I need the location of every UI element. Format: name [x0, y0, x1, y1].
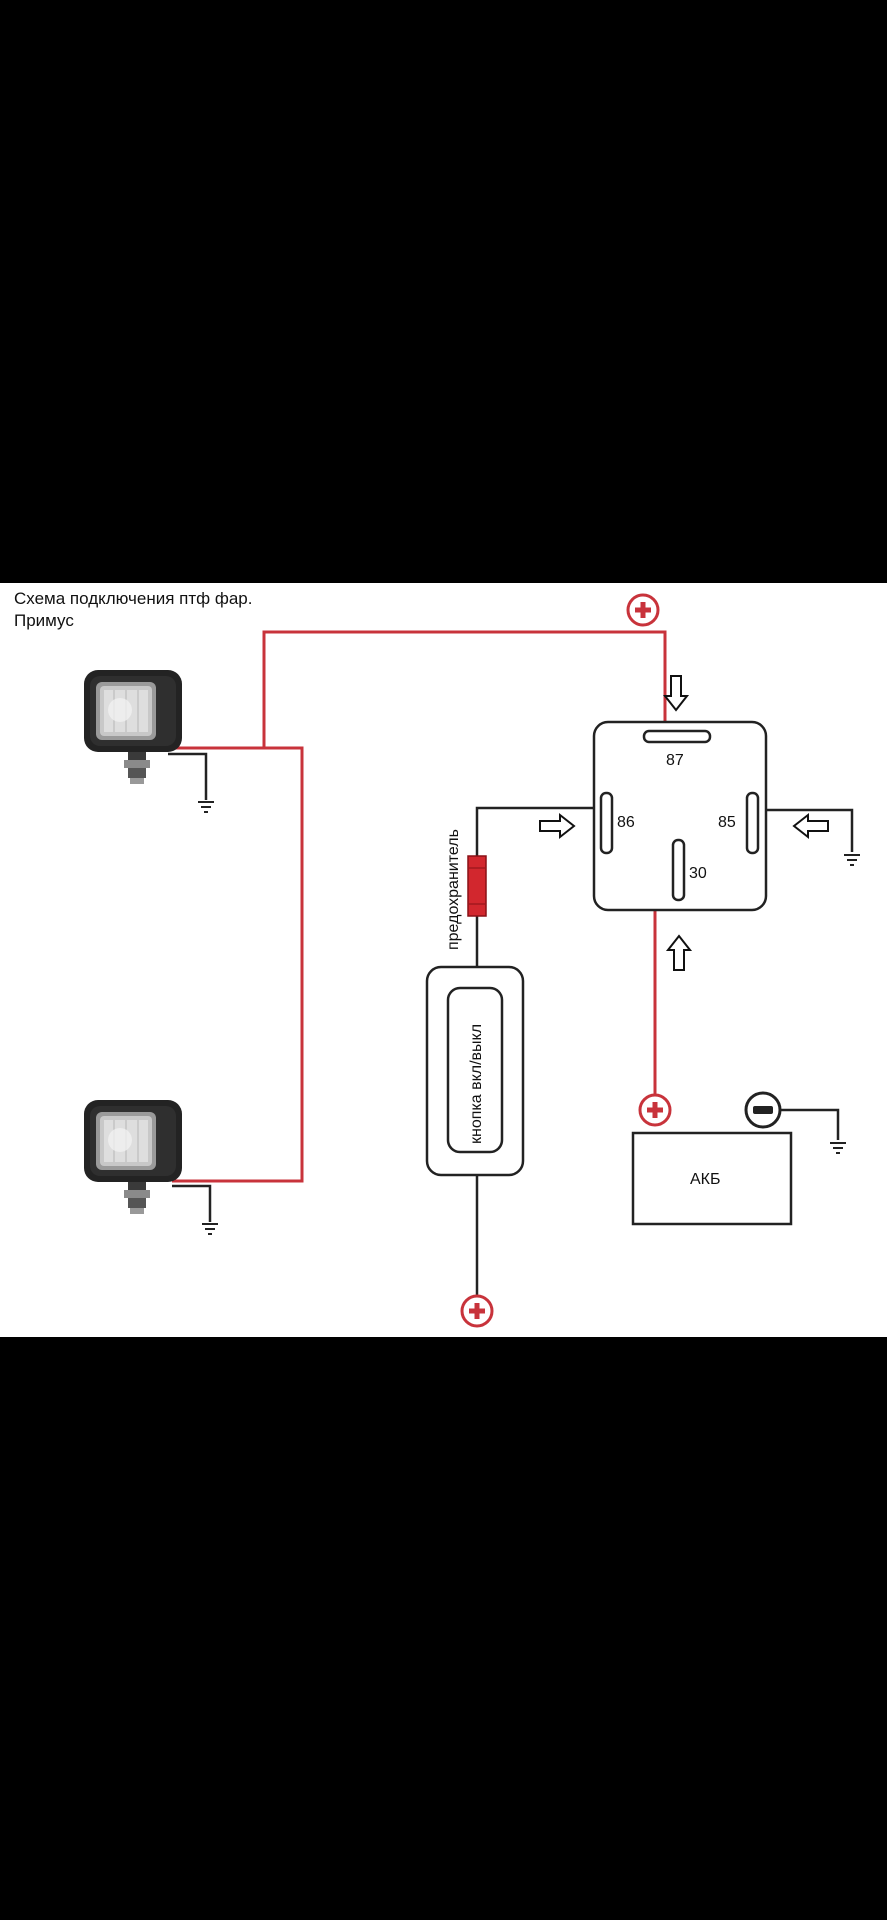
- fuse-label: предохранитель: [445, 829, 462, 950]
- relay-contact-87: [642, 729, 712, 744]
- relay-pin-87: 87: [666, 752, 684, 769]
- switch-label: кнопка вкл/выкл: [468, 1024, 485, 1144]
- relay-contact-30: [671, 838, 686, 902]
- battery-label: АКБ: [690, 1171, 721, 1188]
- relay-pin-85: 85: [718, 814, 736, 831]
- plus-terminal-icon: [638, 1093, 672, 1127]
- relay-pin-86: 86: [617, 814, 635, 831]
- diagram-title-line2: Примус: [14, 611, 74, 630]
- plus-terminal-icon: [626, 593, 660, 627]
- battery: [631, 1131, 793, 1226]
- relay-contact-85: [745, 791, 760, 855]
- minus-terminal-icon: [744, 1091, 782, 1129]
- diagram-title-line1: Схема подключения птф фар.: [14, 589, 252, 608]
- fuse: [467, 855, 487, 917]
- signal-wire: [168, 752, 854, 1295]
- switch-inner: [446, 986, 504, 1154]
- relay-body: [592, 720, 768, 912]
- relay-pin-30: 30: [689, 865, 707, 882]
- plus-terminal-icon: [460, 1294, 494, 1328]
- relay-contact-86: [599, 791, 614, 855]
